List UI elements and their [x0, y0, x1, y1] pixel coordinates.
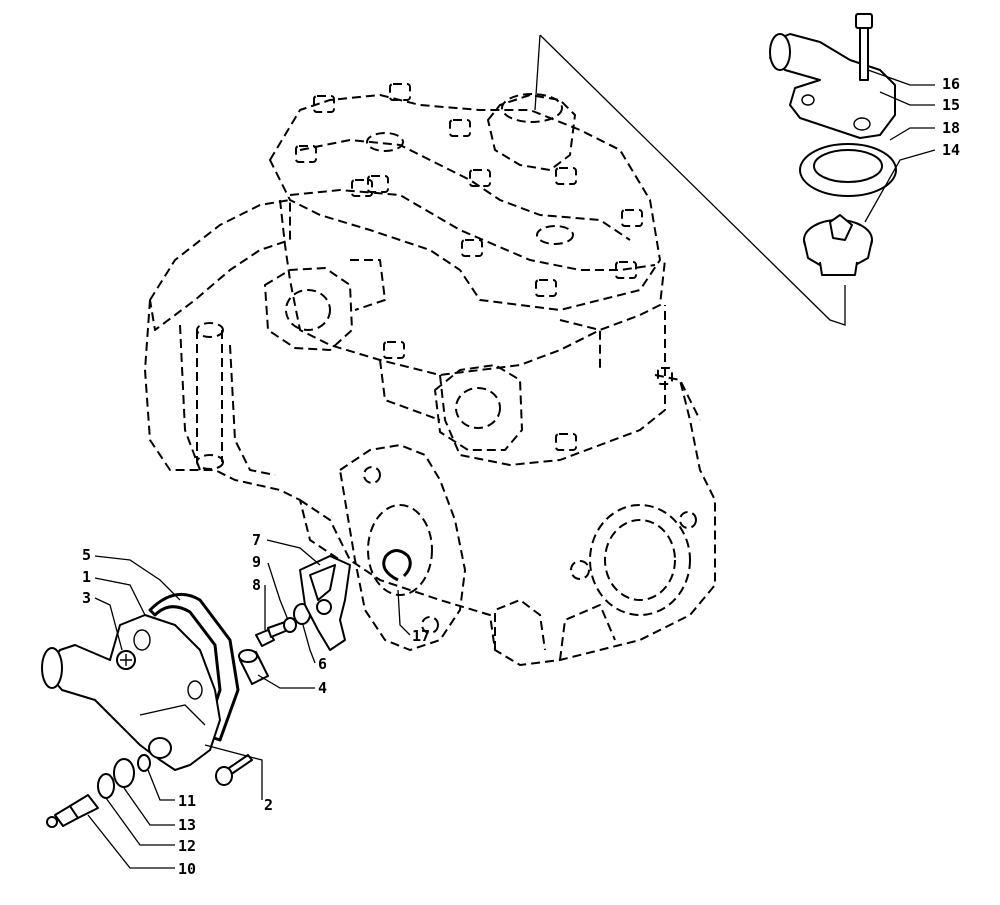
thermostat-bolt: [855, 13, 873, 81]
callout-18: 18: [942, 119, 960, 137]
thermostat-seal: [799, 143, 897, 197]
snap-ring: [382, 549, 412, 582]
gasket-washer: [97, 773, 115, 799]
temperature-sensor: [46, 794, 99, 828]
thermostat: [803, 214, 873, 276]
spacer: [238, 649, 269, 685]
callout-16: 16: [942, 75, 960, 93]
thermostat-housing: [769, 33, 896, 139]
callout-15: 15: [942, 96, 960, 114]
thermostat-group-bracket: [534, 34, 846, 326]
callout-11: 11: [178, 792, 196, 810]
small-washer: [137, 754, 151, 772]
callout-8: 8: [252, 576, 261, 594]
leader-lines: [87, 69, 936, 869]
callout-6: 6: [318, 655, 327, 673]
callout-10: 10: [178, 860, 196, 878]
lock-washer: [283, 617, 297, 633]
impeller-bolt: [255, 621, 289, 647]
callout-17: 17: [412, 627, 430, 645]
seal-washer: [113, 758, 135, 788]
callout-7: 7: [252, 531, 261, 549]
water-pump-housing: [41, 614, 221, 771]
callout-2: 2: [264, 796, 273, 814]
housing-bolt: [116, 650, 136, 670]
cylinder-head-nuts: [295, 83, 673, 451]
callout-12: 12: [178, 837, 196, 855]
callout-9: 9: [252, 553, 261, 571]
callout-13: 13: [178, 816, 196, 834]
callout-4: 4: [318, 679, 327, 697]
callout-labels: 16 15 18 14 5 1 3 7 9 8 6 4 17 2 11 13 1…: [82, 75, 960, 878]
impeller: [299, 555, 351, 651]
callout-3: 3: [82, 589, 91, 607]
callout-14: 14: [942, 141, 960, 159]
callout-5: 5: [82, 546, 91, 564]
engine-block-outline: [144, 93, 716, 666]
callout-1: 1: [82, 568, 91, 586]
housing-screw: [215, 754, 253, 786]
